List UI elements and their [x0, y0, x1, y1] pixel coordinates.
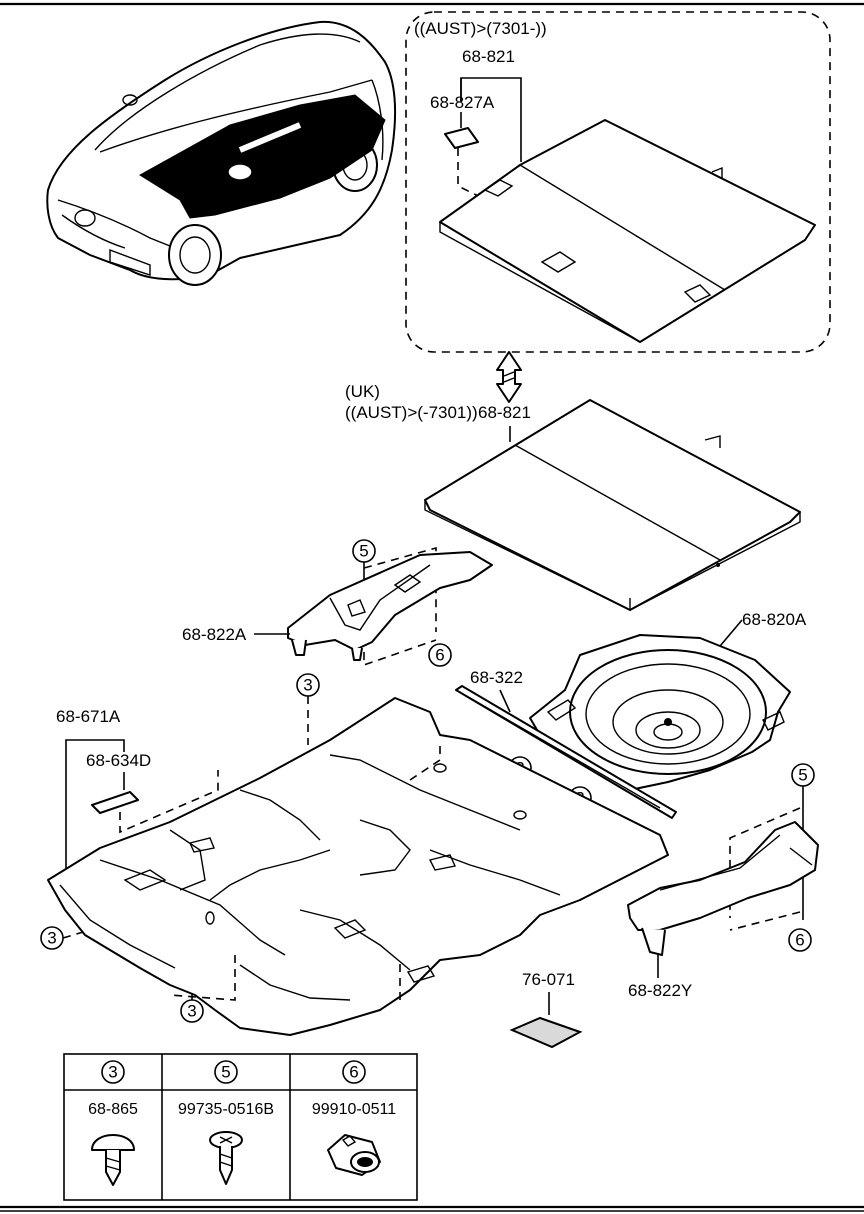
- swap-arrow: [496, 351, 522, 403]
- variant-label-uk: (UK): [345, 382, 380, 401]
- screw-icon: [209, 1131, 243, 1185]
- variant-label-aust-old: ((AUST)>(-7301)): [345, 403, 478, 422]
- ref-marker-6-right: [788, 928, 812, 952]
- bracket-right-group: 5 6 68-822Y: [627, 763, 819, 1000]
- push-clip-icon: [91, 1134, 135, 1186]
- callout-tray-upper: 68-821: [462, 47, 515, 66]
- pad-group: 76-071: [509, 970, 583, 1049]
- fastener-table: 3 68-865 5 99735-0516B 6 99910-0511: [63, 1053, 418, 1201]
- bracket-left-group: 5 6 68-822A: [182, 539, 493, 667]
- ref-marker-3-a-text: 3: [303, 676, 312, 695]
- table-part-99735-0516b: 99735-0516B: [178, 1101, 274, 1118]
- floor-label-part: [91, 791, 139, 814]
- callout-floor-mat: 68-671A: [56, 707, 121, 726]
- small-mat-part: [444, 127, 479, 149]
- table-part-68-865: 68-865: [88, 1101, 138, 1118]
- ref-marker-6-left: [428, 643, 452, 667]
- ref-marker-6-right-text: 6: [795, 931, 804, 950]
- variant-label-aust-new: ((AUST)>(7301-)): [414, 19, 547, 38]
- callout-spare-cover: 68-820A: [742, 610, 807, 629]
- floor-mat-group: 68-671A 68-634D 3 3 3 3 3: [40, 673, 669, 1036]
- callout-bracket-left: 68-822A: [182, 625, 247, 644]
- table-ref-5: [214, 1060, 238, 1084]
- callout-pad: 76-071: [522, 970, 575, 989]
- pad-part: [509, 1016, 583, 1049]
- floor-mat-part: [47, 697, 669, 1036]
- table-ref-3-text: 3: [108, 1063, 117, 1082]
- ref-marker-3-d-text: 3: [47, 929, 56, 948]
- ref-marker-5-left-text: 5: [359, 542, 368, 561]
- variant-box-aust-new: ((AUST)>(7301-)) 68-821 68-827A: [405, 11, 831, 353]
- ref-marker-6-left-text: 6: [435, 646, 444, 665]
- luggage-board-lower: [424, 399, 801, 611]
- table-ref-6: [342, 1060, 366, 1084]
- luggage-board-lower-group: (UK) ((AUST)>(-7301)) 68-821: [345, 382, 801, 612]
- ref-marker-3-e-text: 3: [187, 1002, 196, 1021]
- grommet-icon: [327, 1134, 381, 1176]
- callout-mat-small: 68-827A: [430, 93, 495, 112]
- callout-strip: 68-322: [470, 668, 523, 687]
- table-ref-5-text: 5: [221, 1063, 230, 1082]
- strip-group: 68-322: [455, 668, 677, 819]
- table-ref-3: [101, 1060, 125, 1084]
- callout-tray-lower: 68-821: [478, 403, 531, 422]
- vehicle-illustration: [46, 20, 397, 286]
- table-part-99910-0511: 99910-0511: [312, 1101, 396, 1118]
- table-ref-6-text: 6: [349, 1063, 358, 1082]
- callout-bracket-right: 68-822Y: [628, 981, 692, 1000]
- ref-marker-5-right-text: 5: [798, 766, 807, 785]
- spare-cover-group: 68-820A: [529, 610, 807, 791]
- callout-floor-label: 68-634D: [86, 751, 151, 770]
- bracket-left-part: [287, 551, 493, 651]
